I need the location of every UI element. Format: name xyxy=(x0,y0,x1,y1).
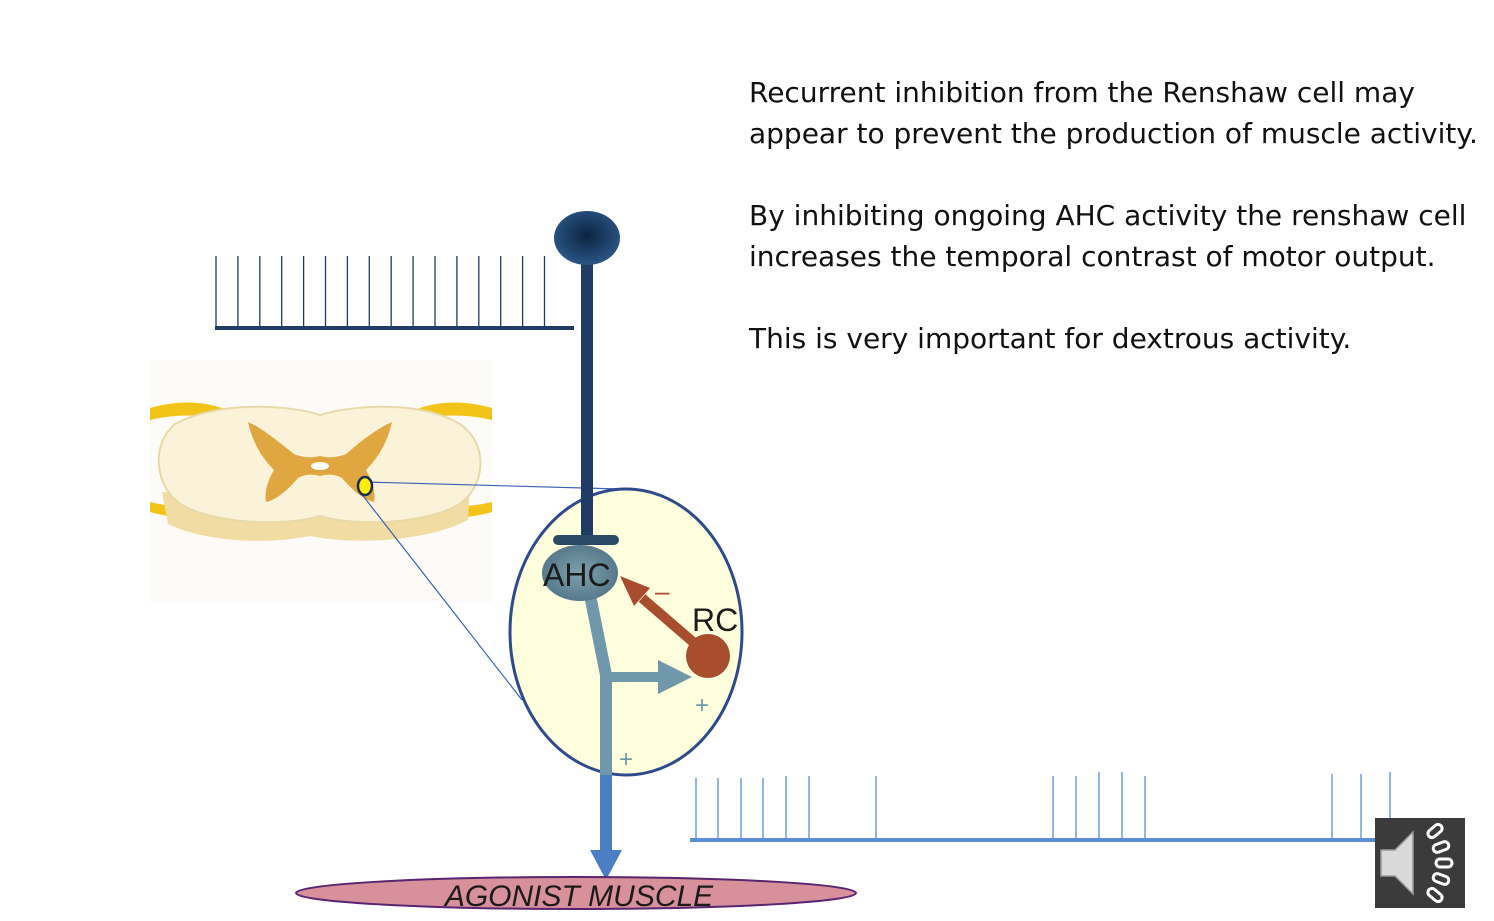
output-spike-train xyxy=(690,772,1391,842)
paragraph-1: Recurrent inhibition from the Renshaw ce… xyxy=(749,76,1478,150)
speaker-icon xyxy=(1380,822,1454,904)
explanation-text: Recurrent inhibition from the Renshaw ce… xyxy=(749,72,1484,359)
dorsal-root-right xyxy=(402,402,492,424)
rc-label: RC xyxy=(692,602,738,638)
zoom-line-top xyxy=(364,481,621,490)
paragraph-2: By inhibiting ongoing AHC activity the r… xyxy=(749,199,1467,273)
inhibitory-axon xyxy=(638,594,704,652)
motor-pathway xyxy=(584,593,692,880)
synaptic-terminal xyxy=(553,535,619,545)
renshaw-cell-group xyxy=(620,576,730,678)
cell-location-marker xyxy=(356,475,374,497)
collateral-arrowhead xyxy=(658,660,692,694)
audio-button[interactable] xyxy=(1375,818,1465,908)
descending-soma xyxy=(554,211,620,265)
descending-neuron xyxy=(553,211,620,545)
zoom-line-bottom xyxy=(359,491,523,701)
muscle-label: AGONIST MUSCLE xyxy=(443,880,714,913)
paragraph-3: This is very important for dextrous acti… xyxy=(749,322,1352,355)
plus-sign-collateral: + xyxy=(695,692,709,719)
ahc-cell xyxy=(542,545,618,601)
output-arrowhead xyxy=(590,850,622,880)
minus-sign: – xyxy=(655,576,670,606)
central-canal xyxy=(311,462,329,470)
inhibitory-arrowhead xyxy=(620,576,650,606)
dorsal-root-left xyxy=(150,402,240,424)
plus-sign-axon: + xyxy=(619,746,633,773)
agonist-muscle xyxy=(295,876,857,910)
spinal-cord-section xyxy=(150,360,492,602)
ahc-label: AHC xyxy=(543,557,611,593)
input-spike-train xyxy=(215,256,574,330)
renshaw-cell xyxy=(686,634,730,678)
